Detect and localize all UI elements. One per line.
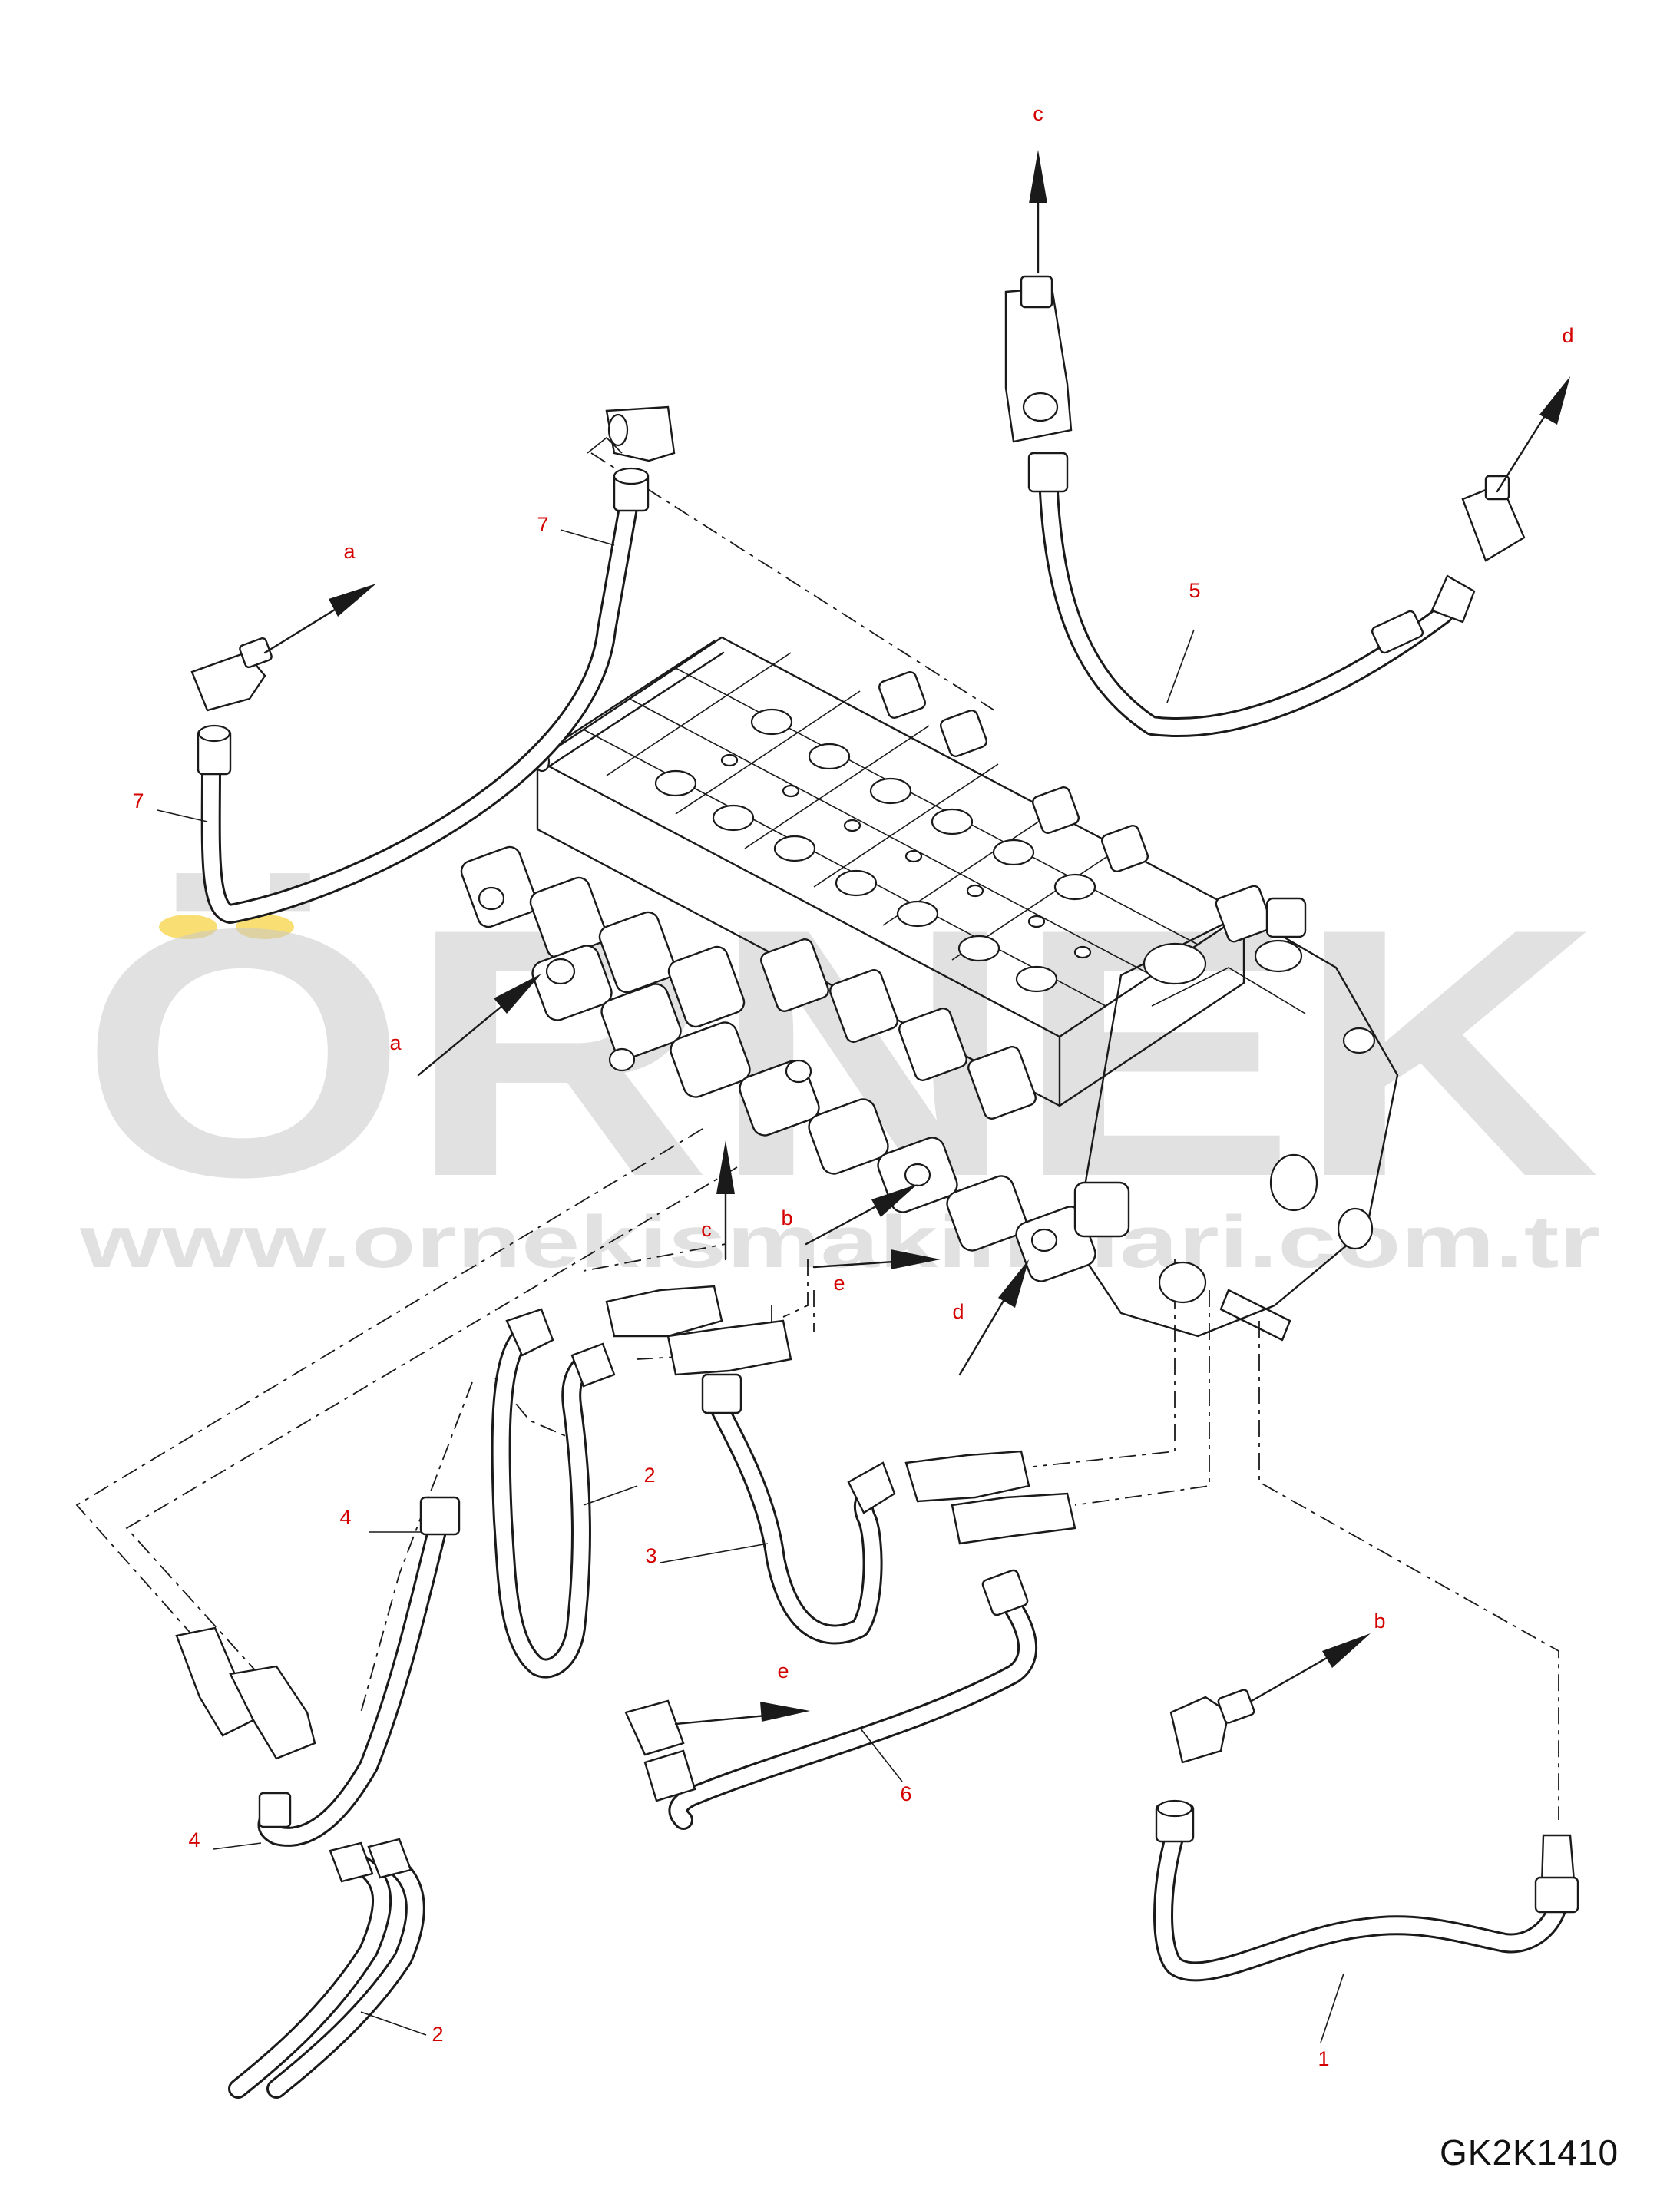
elbow-fitting-6 xyxy=(624,1699,685,1756)
valve-ports xyxy=(654,708,1096,993)
arrow-d-valve xyxy=(958,1259,1029,1376)
callout-4-lower: 4 xyxy=(188,1828,200,1851)
callout-4-middle: 4 xyxy=(339,1506,351,1529)
label-d-valve: d xyxy=(952,1300,964,1323)
connector-2b xyxy=(666,1319,792,1376)
arrow-a-valve xyxy=(417,974,541,1077)
hose-7-upper xyxy=(190,405,676,924)
connector-6b xyxy=(951,1492,1076,1545)
label-a-top: a xyxy=(343,540,356,563)
watermark: ÖRNEK www.ornekismakinalari.com.tr xyxy=(79,856,1600,1283)
watermark-brand: ÖRNEK xyxy=(80,856,1600,1250)
control-valve-block xyxy=(460,636,1399,1342)
arrow-e-valve xyxy=(812,1249,941,1269)
arrow-c-valve xyxy=(716,1140,735,1261)
arrow-d-top xyxy=(1496,376,1570,493)
watermark-umlaut-left xyxy=(159,915,217,939)
hose-2-middle xyxy=(491,1285,792,1679)
callout-2-lower: 2 xyxy=(432,2023,443,2046)
watermark-website: www.ornekismakinalari.com.tr xyxy=(79,1201,1600,1283)
connection-labels: c d a a c b e d e b xyxy=(343,102,1573,1682)
watermark-umlaut-right xyxy=(236,915,294,939)
hose-4-left xyxy=(175,1496,461,1847)
hose-5-upper-right xyxy=(1004,275,1526,738)
part-callouts: 7 7 5 2 4 3 4 2 6 1 xyxy=(132,513,1329,2070)
hose-1-lower-right xyxy=(1153,1689,1579,1982)
callout-7-top: 7 xyxy=(537,513,548,536)
label-a-valve: a xyxy=(389,1031,402,1054)
label-e-lower: e xyxy=(777,1659,789,1682)
arrow-b-valve xyxy=(805,1184,918,1246)
document-code: GK2K1410 xyxy=(1440,2132,1619,2172)
callout-2-middle: 2 xyxy=(643,1464,655,1487)
direction-arrows xyxy=(263,150,1570,1726)
callout-1: 1 xyxy=(1318,2047,1329,2070)
callout-6: 6 xyxy=(900,1782,911,1805)
label-b-lower: b xyxy=(1374,1610,1385,1633)
spool-fittings xyxy=(460,671,1307,1282)
arrow-b-lower xyxy=(1250,1633,1371,1702)
label-c-valve: c xyxy=(701,1218,712,1241)
elbow-fitting-1 xyxy=(1169,1696,1230,1764)
label-c-top: c xyxy=(1033,102,1043,125)
label-d-top: d xyxy=(1562,324,1573,347)
leader-lines xyxy=(157,529,1344,2043)
hose-2-lower xyxy=(228,1838,425,2099)
callout-7-left: 7 xyxy=(132,789,144,812)
callout-5: 5 xyxy=(1189,579,1200,602)
callout-3: 3 xyxy=(645,1544,656,1567)
connector-2a xyxy=(605,1285,723,1338)
connector-6a xyxy=(904,1450,1030,1503)
arrow-c-top xyxy=(1029,150,1047,274)
hose-6-lower xyxy=(624,1450,1076,1830)
arrow-e-lower xyxy=(674,1702,810,1726)
label-b-valve: b xyxy=(781,1206,792,1229)
label-e-valve: e xyxy=(833,1272,845,1295)
hose-3-middle xyxy=(701,1373,896,1645)
arrow-a-top xyxy=(263,584,376,654)
fitting-4-block-b xyxy=(229,1665,316,1760)
